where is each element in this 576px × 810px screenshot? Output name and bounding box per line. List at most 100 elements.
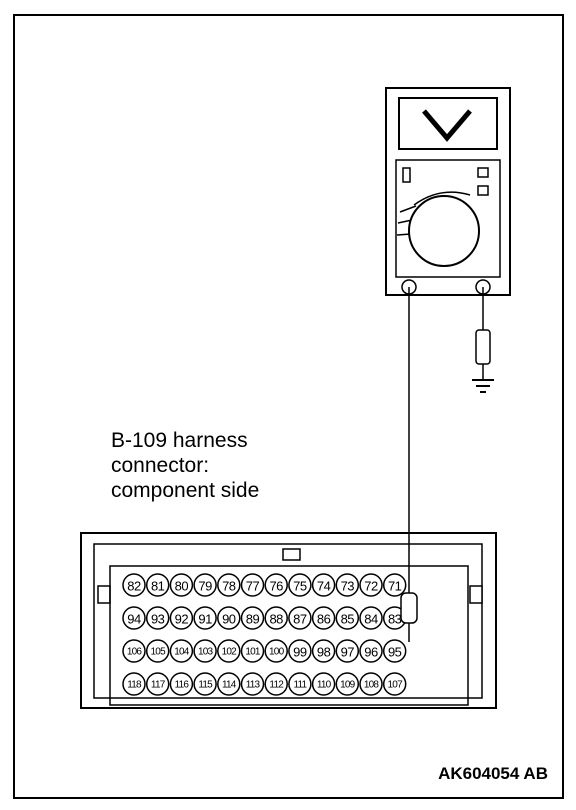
connector-pin-81: 81 — [145, 573, 170, 597]
figure-border — [13, 14, 564, 799]
connector-pin-94: 94 — [122, 606, 146, 630]
pin-circle — [382, 672, 407, 696]
pin-number: 110 — [317, 680, 332, 691]
pin-circle — [359, 639, 383, 663]
connector-pin-114: 114 — [217, 672, 241, 696]
pin-number: 104 — [174, 647, 190, 658]
connector-pin-91: 91 — [193, 606, 217, 630]
pin-circle — [193, 573, 217, 597]
connector-pin-103: 103 — [193, 639, 217, 663]
pin-number: 114 — [222, 680, 237, 691]
connector-latch-left — [97, 585, 111, 604]
pin-circle — [264, 672, 288, 696]
pin-circle — [169, 573, 194, 597]
pin-circle — [217, 672, 241, 696]
pin-circle — [217, 573, 241, 597]
connector-pin-107: 107 — [382, 672, 407, 696]
pin-number: 81 — [151, 579, 165, 594]
pin-number: 76 — [269, 579, 283, 594]
connector-pin-110: 110 — [311, 672, 336, 696]
connector-pin-87: 87 — [288, 606, 312, 630]
pin-circle — [122, 672, 146, 696]
connector-pin-97: 97 — [335, 639, 360, 663]
connector-pin-82: 82 — [122, 573, 146, 597]
harness-label-line3: component side — [111, 479, 259, 502]
pin-number: 72 — [364, 579, 378, 594]
connector-pin-73: 73 — [335, 573, 360, 597]
pin-number: 103 — [198, 647, 214, 658]
pin-number: 74 — [317, 579, 331, 594]
harness-label-line1: B-109 harness — [111, 429, 248, 452]
pin-circle — [311, 639, 336, 663]
pin-circle — [288, 672, 312, 696]
connector-pin-76: 76 — [264, 573, 288, 597]
connector-pin-115: 115 — [193, 672, 217, 696]
ground-lead — [472, 287, 494, 393]
connector-pin-78: 78 — [217, 573, 241, 597]
pin-number: 115 — [198, 680, 213, 691]
connector-pin-109: 109 — [335, 672, 360, 696]
ground-probe-handle — [475, 329, 491, 365]
pin-circle — [145, 639, 170, 663]
pin-circle — [359, 672, 383, 696]
pin-circle — [359, 573, 383, 597]
connector-pin-88: 88 — [264, 606, 288, 630]
connector-pin-106: 106 — [122, 639, 146, 663]
connector-pin-89: 89 — [240, 606, 265, 630]
pin-number: 84 — [364, 612, 378, 627]
pin-number: 90 — [222, 612, 236, 627]
connector-pin-108: 108 — [359, 672, 383, 696]
pin-circle — [122, 606, 146, 630]
meter-indicator-right-bottom — [477, 185, 489, 196]
connector-pin-113: 113 — [240, 672, 265, 696]
probe-handle — [400, 592, 418, 624]
connector-pin-75: 75 — [288, 573, 312, 597]
connector-cavity-border — [109, 565, 469, 706]
connector-pin-116: 116 — [169, 672, 194, 696]
connector-pin-100: 100 — [264, 639, 288, 663]
connector-pin-86: 86 — [311, 606, 336, 630]
pin-circle — [335, 573, 360, 597]
pin-circle — [145, 573, 170, 597]
pin-circle — [122, 573, 146, 597]
pin-circle — [240, 639, 265, 663]
connector-pin-79: 79 — [193, 573, 217, 597]
pin-circle — [217, 639, 241, 663]
pin-circle — [264, 573, 288, 597]
pin-circle — [169, 672, 194, 696]
meter-dial-panel — [395, 159, 501, 278]
meter-display — [398, 97, 498, 150]
pin-number: 102 — [222, 647, 238, 658]
pin-number: 78 — [222, 579, 236, 594]
connector-pin-72: 72 — [359, 573, 383, 597]
pin-number: 106 — [127, 647, 143, 658]
pin-circle — [382, 573, 407, 597]
connector-pin-98: 98 — [311, 639, 336, 663]
connector-inner-shell — [93, 543, 483, 699]
connector-pin-74: 74 — [311, 573, 336, 597]
connector-pin-105: 105 — [145, 639, 170, 663]
pin-number: 86 — [317, 612, 331, 627]
pin-circle — [335, 606, 360, 630]
pin-number: 75 — [293, 579, 307, 594]
pin-circle — [264, 606, 288, 630]
pin-circle — [359, 606, 383, 630]
harness-label-line2: connector: — [111, 454, 209, 477]
meter-selector-dial — [408, 195, 480, 267]
connector-pin-85: 85 — [335, 606, 360, 630]
pin-number: 116 — [175, 680, 190, 691]
pin-circle — [264, 639, 288, 663]
pin-number: 100 — [269, 647, 285, 658]
connector-pin-80: 80 — [169, 573, 194, 597]
pin-circle — [240, 672, 265, 696]
connector-latch-right — [469, 585, 483, 604]
pin-circle — [382, 639, 407, 663]
connector-pin-111: 111 — [288, 672, 312, 696]
figure-code: AK604054 AB — [438, 764, 548, 783]
pin-number: 94 — [127, 612, 141, 627]
pin-circle — [335, 639, 360, 663]
connector-pin-118: 118 — [122, 672, 146, 696]
